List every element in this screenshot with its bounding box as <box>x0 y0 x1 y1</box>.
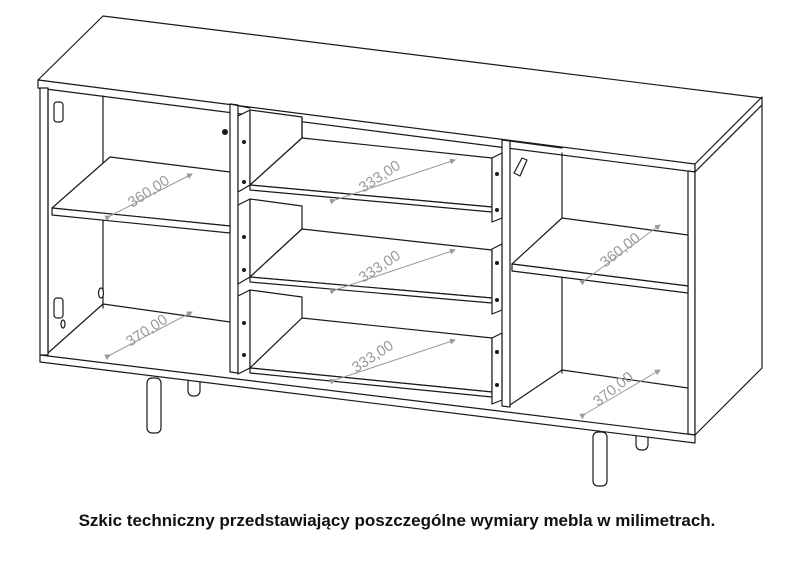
dim-label-left-bottom: 370,00 <box>123 311 171 350</box>
dim-arrow-drawer-bottom <box>329 338 456 385</box>
legs <box>146 377 649 487</box>
dim-arrow-left-shelf <box>104 173 193 221</box>
dim-arrow-drawer-middle <box>329 248 456 295</box>
carcass <box>39 87 763 444</box>
dim-arrow-left-bottom <box>104 311 193 360</box>
dim-arrow-drawer-top <box>329 158 456 205</box>
dim-arrow-right-bottom <box>579 369 661 420</box>
dimension-lines <box>104 158 661 420</box>
left-door <box>47 89 228 353</box>
sideboard-technical-drawing: 360,00 370,00 333,00 333,00 333,00 360,0… <box>37 15 763 487</box>
top-board <box>37 15 763 173</box>
dim-arrow-right-shelf <box>579 224 661 286</box>
caption: Szkic techniczny przedstawiający poszcze… <box>78 511 716 530</box>
right-door-knob <box>513 157 528 177</box>
